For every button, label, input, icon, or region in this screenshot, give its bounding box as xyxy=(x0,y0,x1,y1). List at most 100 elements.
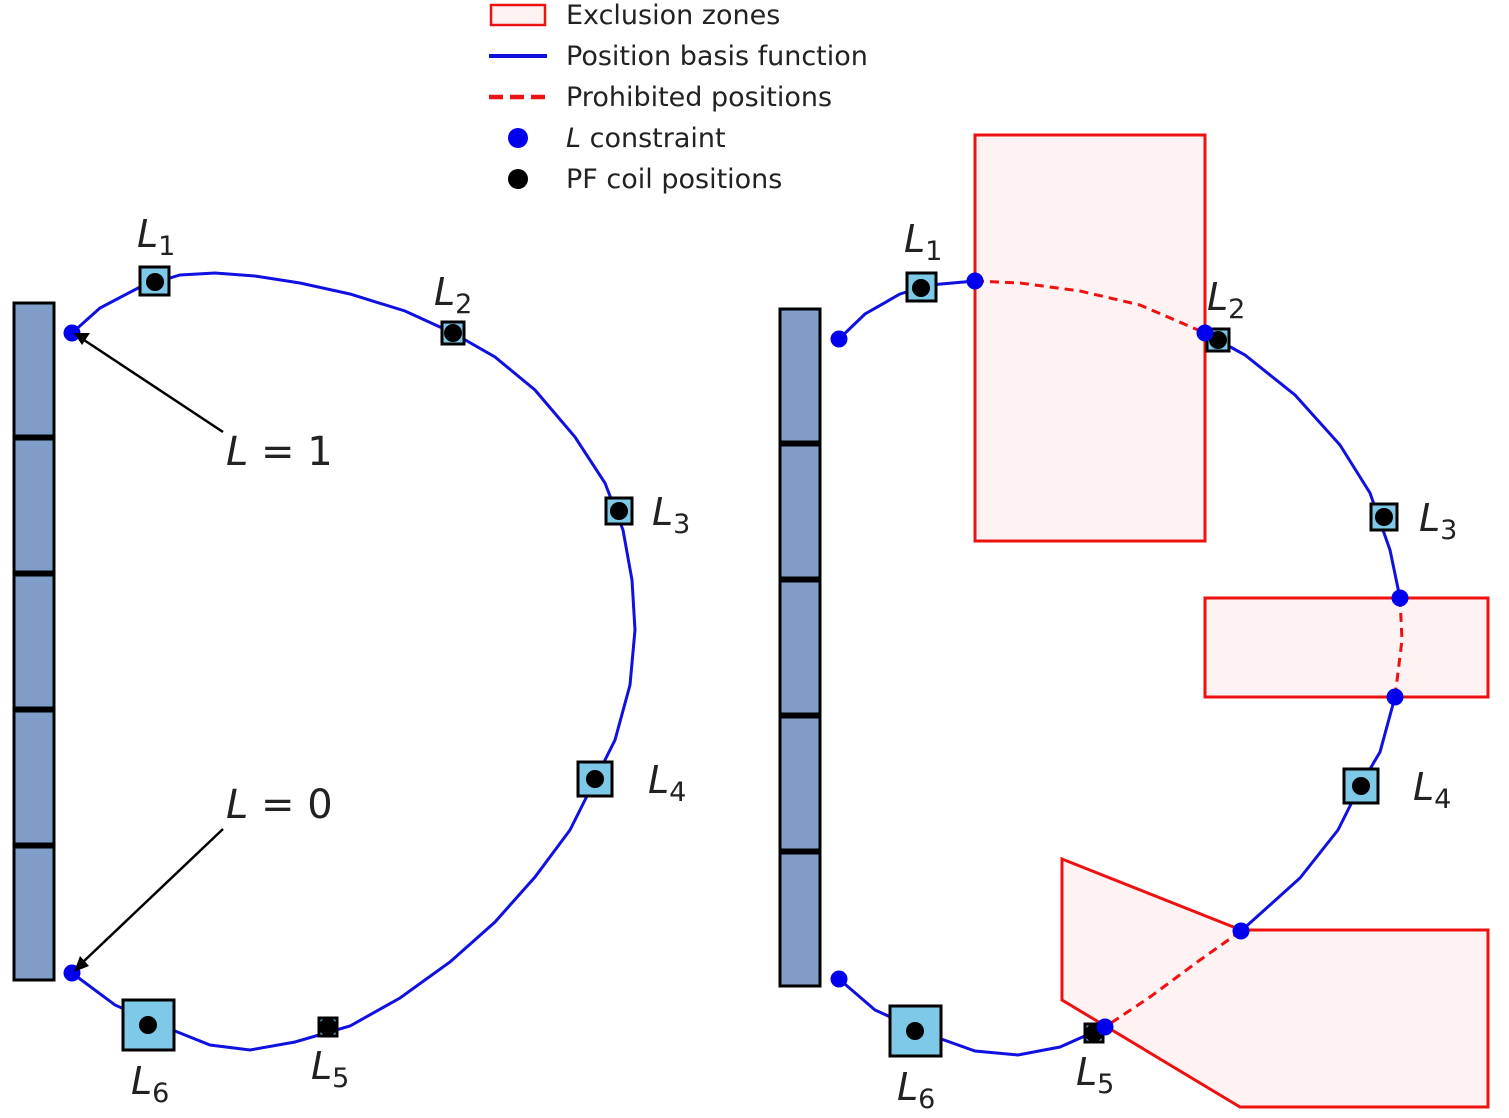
l-constraint-marker-start-left xyxy=(63,324,81,342)
coil-label-3: L3 xyxy=(652,490,690,540)
cs-module xyxy=(778,443,822,580)
legend-entry-position-basis-function: Position basis function xyxy=(489,41,868,72)
exclusion-zones xyxy=(973,133,1490,1109)
position-basis-curve-right xyxy=(837,279,1402,1057)
l-constraint-marker xyxy=(1232,922,1250,940)
basis-segment-3 xyxy=(1239,696,1397,933)
pf-coil-marker xyxy=(906,1022,924,1040)
pf-coil-marker xyxy=(1375,508,1393,526)
pf-coils-right xyxy=(888,271,1399,1058)
exclusion-zone-middle xyxy=(1203,596,1490,699)
exclusion-zone-bottom xyxy=(1060,856,1490,1109)
legend-entry-prohibited-positions: Prohibited positions xyxy=(489,82,832,113)
central-solenoid-stack-right xyxy=(778,307,822,988)
coil-label-4: L4 xyxy=(1413,765,1451,815)
pf-coil-marker xyxy=(912,279,930,297)
pf-coil-2 xyxy=(1205,327,1231,353)
l-constraint-marker xyxy=(830,970,848,988)
coil-label-2: L2 xyxy=(1207,275,1245,325)
l-constraint-marker xyxy=(1096,1018,1114,1036)
central-solenoid-stack-left xyxy=(12,301,56,982)
l-constraint-marker xyxy=(1386,688,1404,706)
legend-entry-exclusion-zones: Exclusion zones xyxy=(489,0,780,31)
coil-label-5: L5 xyxy=(311,1044,349,1094)
legend-l-constraint-label: L constraint xyxy=(566,123,726,154)
cs-module xyxy=(778,851,822,988)
annotation-label: L = 0 xyxy=(226,782,333,828)
legend-pf-coil-marker xyxy=(508,169,528,189)
l-constraint-marker xyxy=(830,330,848,348)
pf-coil-marker xyxy=(444,324,462,342)
cs-module xyxy=(12,437,56,574)
legend-l-constraint-marker xyxy=(508,128,528,148)
left-panel: L1 L2 L3 L4 L5 L6 L = 1 L = 0 xyxy=(12,212,690,1109)
pf-coils-left xyxy=(121,265,634,1052)
legend: Exclusion zones Position basis function … xyxy=(489,0,868,195)
pf-coil-2 xyxy=(440,320,466,346)
coil-label-2: L2 xyxy=(434,270,472,320)
cs-module xyxy=(12,573,56,710)
prohibited-segment-top xyxy=(974,279,1206,335)
right-panel: L1 L2 L3 L4 L5 L6 xyxy=(778,133,1490,1115)
basis-segment-2 xyxy=(1204,331,1402,599)
cs-module xyxy=(12,845,56,982)
annotation-label: L = 1 xyxy=(226,429,333,475)
coil-label-3: L3 xyxy=(1419,496,1457,546)
cs-module xyxy=(12,301,56,438)
pf-coil-marker xyxy=(586,770,604,788)
coil-label-6: L6 xyxy=(131,1059,169,1109)
coil-label-5: L5 xyxy=(1076,1050,1114,1100)
pf-coil-1 xyxy=(905,271,938,303)
l-constraint-marker xyxy=(966,272,984,290)
basis-segment-4 xyxy=(838,977,1106,1057)
annotation-l-equals-one: L = 1 xyxy=(74,333,333,475)
basis-segment-1 xyxy=(837,279,976,341)
pf-coil-box xyxy=(576,760,614,798)
coil-labels-right: L1 L2 L3 L4 L5 L6 xyxy=(897,217,1457,1115)
pf-coil-5 xyxy=(317,1016,339,1038)
coil-label-6: L6 xyxy=(897,1065,935,1115)
l-constraint-marker xyxy=(1196,324,1214,342)
pf-coil-6 xyxy=(121,998,176,1052)
legend-pf-coil-label: PF coil positions xyxy=(566,164,782,195)
position-basis-curve-left xyxy=(71,271,637,1052)
legend-basis-label: Position basis function xyxy=(566,41,868,72)
pf-coil-marker xyxy=(610,502,628,520)
cs-module xyxy=(778,579,822,716)
prohibited-segment-middle xyxy=(1393,597,1404,698)
coil-label-4: L4 xyxy=(648,758,686,808)
pf-coil-marker xyxy=(139,1016,157,1034)
prohibited-positions xyxy=(974,279,1404,1029)
legend-exclusion-label: Exclusion zones xyxy=(566,0,780,31)
pf-coil-marker xyxy=(146,273,164,291)
legend-l-constraint-var: L xyxy=(566,123,581,154)
l-constraint-marker xyxy=(1391,589,1409,607)
pf-coil-marker xyxy=(1352,777,1370,795)
annotation-arrow-line xyxy=(83,338,224,434)
l-constraint-markers-right xyxy=(830,272,1409,1036)
legend-exclusion-swatch xyxy=(489,3,547,27)
annotation-arrow-line xyxy=(82,828,224,963)
annotation-l-equals-zero: L = 0 xyxy=(74,782,333,972)
coil-label-1: L1 xyxy=(904,217,942,267)
legend-entry-l-constraint: L constraint xyxy=(508,123,726,154)
pf-coil-marker xyxy=(319,1018,337,1036)
pf-coil-1 xyxy=(138,265,171,297)
legend-prohibited-label: Prohibited positions xyxy=(566,82,832,113)
coil-label-1: L1 xyxy=(137,212,175,262)
pf-coil-6 xyxy=(888,1004,943,1058)
pf-coil-marker xyxy=(1209,331,1227,349)
pf-coil-3 xyxy=(1369,502,1399,532)
cs-module xyxy=(778,307,822,444)
cs-module xyxy=(778,715,822,852)
legend-l-constraint-rest: constraint xyxy=(581,123,726,154)
annotation-arrow-head xyxy=(74,333,90,345)
annotation-arrow-head xyxy=(74,956,89,972)
legend-entry-pf-coil-positions: PF coil positions xyxy=(508,164,782,195)
pf-coil-4 xyxy=(576,760,614,798)
prohibited-segment-bottom xyxy=(1104,929,1242,1029)
coil-labels-left: L1 L2 L3 L4 L5 L6 xyxy=(131,212,690,1109)
pf-coil-3 xyxy=(604,496,634,526)
pf-coil-4 xyxy=(1342,767,1380,805)
